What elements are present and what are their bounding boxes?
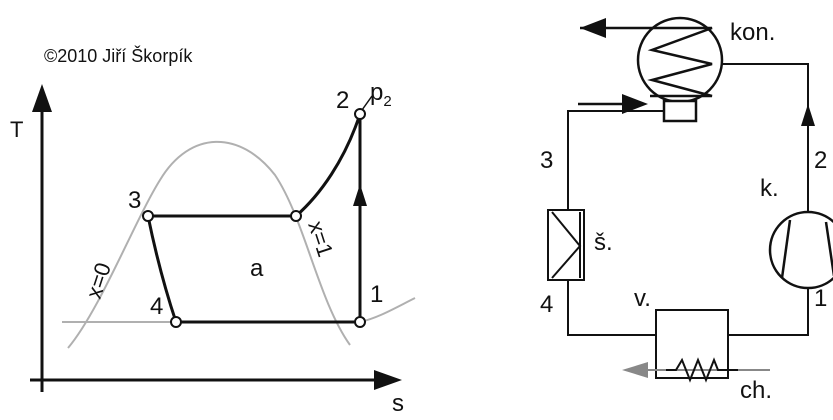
cold-flow-arrow <box>622 362 648 378</box>
node-1-label: 1 <box>814 285 827 312</box>
pipe-valve-to-evaporator <box>567 280 656 336</box>
valve-label: š. <box>594 229 613 256</box>
pipe-evaporator-to-compressor <box>728 282 809 336</box>
region-label: a <box>250 255 264 282</box>
point-3-label: 3 <box>128 187 141 214</box>
evaporator <box>622 309 770 383</box>
condenser-label: kon. <box>730 19 775 46</box>
condenser-coil-icon <box>580 26 713 98</box>
compressor-label: k. <box>760 175 779 202</box>
pipe-compressor-to-condenser <box>722 63 809 218</box>
point-2 <box>354 108 366 120</box>
flow-arrow-2 <box>801 104 815 126</box>
node-4-label: 4 <box>540 291 553 318</box>
copyright-text: ©2010 Jiří Škorpík <box>44 45 193 66</box>
line-2-sat <box>295 113 362 218</box>
point-3 <box>142 210 154 222</box>
coolant-out-arrow <box>580 18 606 38</box>
pipe-condenser-to-valve <box>567 110 664 210</box>
evaporator-coil-icon <box>666 357 738 383</box>
t-axis-arrow <box>32 84 52 112</box>
saturation-dome <box>67 140 351 349</box>
coolant-in-arrow <box>622 94 648 114</box>
compressor <box>768 210 833 290</box>
x0-label: x=0 <box>81 259 116 301</box>
point-4-label: 4 <box>150 293 163 320</box>
point-sat-vapor <box>290 210 302 222</box>
condenser-receiver <box>662 99 698 123</box>
point-2-label: 2 <box>336 87 349 114</box>
point-1-label: 1 <box>370 281 383 308</box>
flow-arrow-1-2 <box>353 184 367 206</box>
point-4 <box>170 316 182 328</box>
ts-diagram: ©2010 Jiří Škorpík T s 1 2 3 4 p2 a x=0 <box>10 45 416 417</box>
line-3-4 <box>146 215 178 323</box>
cold-label: ch. <box>740 377 772 404</box>
expansion-valve <box>547 209 585 281</box>
node-2-label: 2 <box>814 147 827 174</box>
t-axis-label: T <box>10 117 23 142</box>
pressure-label: p2 <box>370 79 392 110</box>
evaporator-label: v. <box>634 285 651 312</box>
node-3-label: 3 <box>540 147 553 174</box>
refrigeration-schematic: kon. š. k. v. ch. 1 2 <box>540 16 833 404</box>
condenser <box>578 16 724 123</box>
s-axis-arrow <box>374 370 402 390</box>
point-1 <box>354 316 366 328</box>
s-axis-label: s <box>392 390 404 415</box>
pressure-leader <box>361 95 373 111</box>
